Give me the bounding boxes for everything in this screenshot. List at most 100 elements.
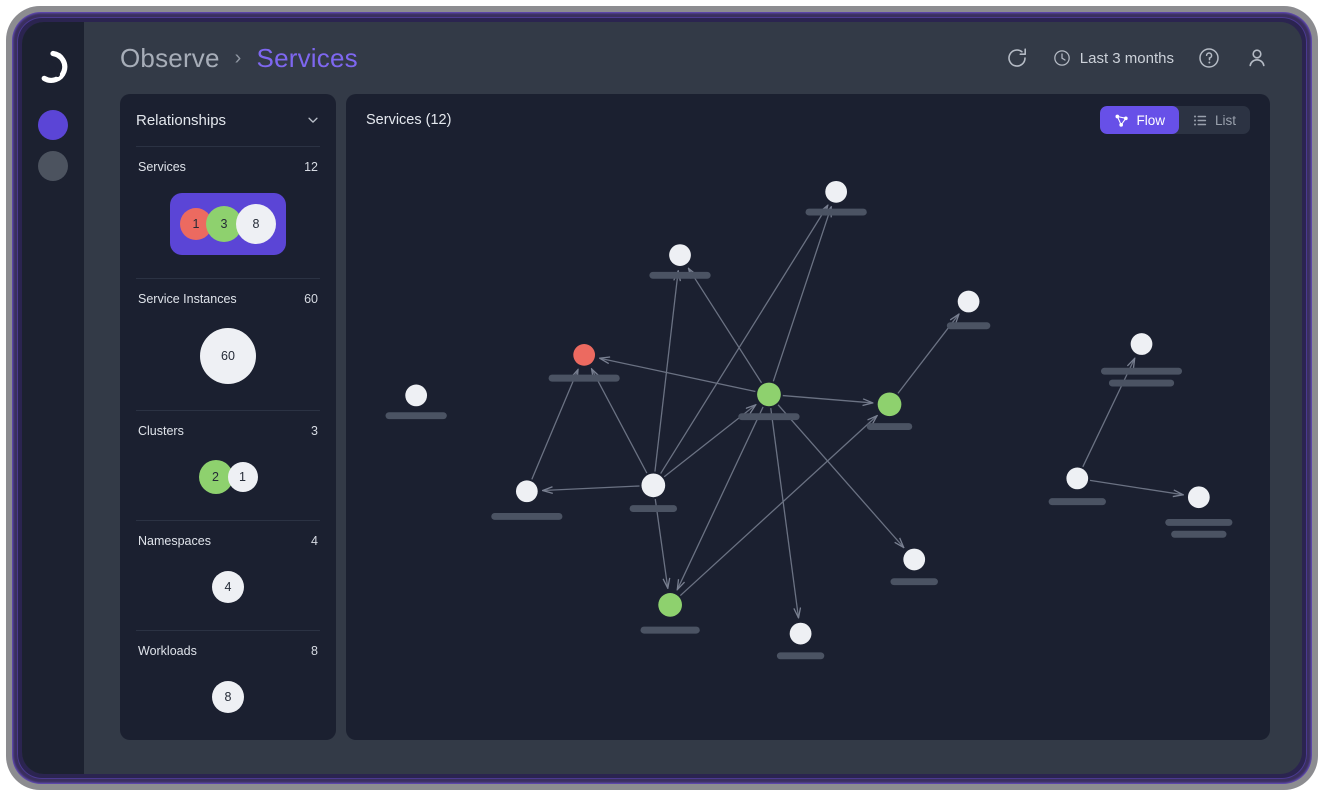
graph-edge <box>531 369 578 480</box>
graph-node-label-bar <box>548 374 620 382</box>
graph-edge <box>1089 479 1183 494</box>
rel-section-clusters[interactable]: Clusters 3 2 1 <box>136 410 320 520</box>
bubble-healthy[interactable]: 2 <box>198 460 233 494</box>
relationships-title: Relationships <box>136 111 227 129</box>
graph-node-label-bar <box>491 513 563 520</box>
bubble-error[interactable]: 1 <box>180 208 212 240</box>
graph-node-label-bar <box>890 578 938 586</box>
time-range-selector[interactable]: Last 3 months <box>1052 48 1174 68</box>
tab-list-view[interactable]: List <box>1179 106 1250 134</box>
rel-section-viz: 60 <box>136 306 320 406</box>
graph-node[interactable] <box>946 290 991 330</box>
graph-edge-layer <box>531 205 1183 618</box>
graph-node[interactable] <box>776 622 825 660</box>
graph-edge <box>770 408 799 618</box>
main-region: Observe › Services <box>84 22 1302 774</box>
graph-node[interactable] <box>548 344 620 382</box>
graph-node-circle-unknown[interactable] <box>1187 486 1210 509</box>
rel-section-label: Clusters <box>138 424 184 438</box>
refresh-icon[interactable] <box>1004 45 1030 71</box>
bubble-unknown[interactable]: 1 <box>227 462 258 492</box>
graph-node-circle-healthy[interactable] <box>757 382 781 407</box>
graph-node-circle-unknown[interactable] <box>903 548 926 571</box>
rel-section-viz: 8 <box>136 658 320 736</box>
tab-flow-label: Flow <box>1136 112 1165 128</box>
graph-node-label-bar <box>776 652 825 660</box>
graph-node[interactable] <box>649 244 711 279</box>
graph-node[interactable] <box>629 473 678 513</box>
graph-node[interactable] <box>491 480 563 520</box>
graph-node-label-bar <box>649 271 711 279</box>
graph-node-label-bar <box>738 413 800 421</box>
rel-section-viz: 1 3 8 <box>136 174 320 274</box>
graph-node-label-bar <box>385 412 447 420</box>
rel-section-label: Namespaces <box>138 534 211 548</box>
observe-logo-icon[interactable] <box>36 50 70 84</box>
bubble-unknown[interactable]: 8 <box>212 681 244 713</box>
rel-section-viz: 4 <box>136 548 320 626</box>
graph-node-label-bar <box>629 505 678 513</box>
rail-dot-idle[interactable] <box>38 151 68 181</box>
graph-node-circle-unknown[interactable] <box>789 622 812 645</box>
graph-node[interactable] <box>866 392 913 430</box>
list-icon <box>1193 113 1208 128</box>
view-mode-toggle: Flow <box>1100 106 1250 134</box>
flow-graph-icon <box>1114 113 1129 128</box>
graph-node-circle-unknown[interactable] <box>641 473 666 498</box>
graph-node-circle-unknown[interactable] <box>825 180 848 203</box>
graph-node-label-bar <box>1048 498 1106 506</box>
bubble-group-highlighted: 1 3 8 <box>170 193 286 255</box>
breadcrumb-separator-icon: › <box>234 46 242 69</box>
rel-section-count: 8 <box>311 644 318 658</box>
graph-node-circle-unknown[interactable] <box>669 244 691 266</box>
rel-section-count: 60 <box>304 292 318 306</box>
rail-dot-active[interactable] <box>38 110 68 140</box>
relationships-header[interactable]: Relationships <box>136 94 320 146</box>
rel-section-services[interactable]: Services 12 1 3 8 <box>136 146 320 278</box>
graph-node[interactable] <box>1165 486 1233 538</box>
graph-edge <box>677 406 764 590</box>
graph-node-circle-unknown[interactable] <box>515 480 538 503</box>
graph-node[interactable] <box>640 593 700 634</box>
rel-section-count: 4 <box>311 534 318 548</box>
graph-node-circle-unknown[interactable] <box>957 290 980 313</box>
graph-node-circle-unknown[interactable] <box>405 384 428 407</box>
graph-node[interactable] <box>890 548 938 586</box>
graph-node[interactable] <box>1048 467 1106 506</box>
help-circle-icon[interactable] <box>1196 45 1222 71</box>
graph-node-circle-healthy[interactable] <box>658 593 682 617</box>
graph-node-circle-unknown[interactable] <box>1066 467 1089 490</box>
chevron-down-icon[interactable] <box>306 113 320 127</box>
graph-node[interactable] <box>738 382 800 421</box>
graph-title: Services (12) <box>366 112 452 128</box>
user-avatar-icon[interactable] <box>1244 45 1270 71</box>
graph-node[interactable] <box>385 384 447 420</box>
graph-node[interactable] <box>1100 333 1183 387</box>
header-actions: Last 3 months <box>1004 45 1270 71</box>
time-range-label: Last 3 months <box>1079 49 1174 67</box>
breadcrumb-root[interactable]: Observe <box>120 42 220 73</box>
graph-node-circle-error[interactable] <box>573 344 596 366</box>
left-nav-rail <box>22 22 84 774</box>
graph-node[interactable] <box>805 180 867 216</box>
bubble-unknown[interactable]: 4 <box>212 571 244 603</box>
graph-node-circle-unknown[interactable] <box>1130 333 1153 355</box>
graph-edge <box>1082 358 1135 468</box>
rel-section-head: Clusters 3 <box>136 424 320 438</box>
graph-edge <box>689 268 763 384</box>
bubble-unknown[interactable]: 60 <box>200 328 256 384</box>
bubble-unknown[interactable]: 8 <box>236 204 276 244</box>
rel-section-namespaces[interactable]: Namespaces 4 4 <box>136 520 320 630</box>
tab-list-label: List <box>1214 112 1236 128</box>
rel-section-viz: 2 1 <box>136 438 320 516</box>
rel-section-service-instances[interactable]: Service Instances 60 60 <box>136 278 320 410</box>
rel-section-workloads[interactable]: Workloads 8 8 <box>136 630 320 740</box>
graph-edge <box>660 205 828 474</box>
bubble-group: 2 1 <box>198 460 258 494</box>
tab-flow-view[interactable]: Flow <box>1100 106 1179 134</box>
rel-section-head: Services 12 <box>136 160 320 174</box>
service-graph-canvas[interactable] <box>346 94 1270 726</box>
breadcrumb: Observe › Services <box>120 43 358 74</box>
rel-section-label: Service Instances <box>138 292 237 306</box>
graph-node-circle-healthy[interactable] <box>877 392 902 417</box>
